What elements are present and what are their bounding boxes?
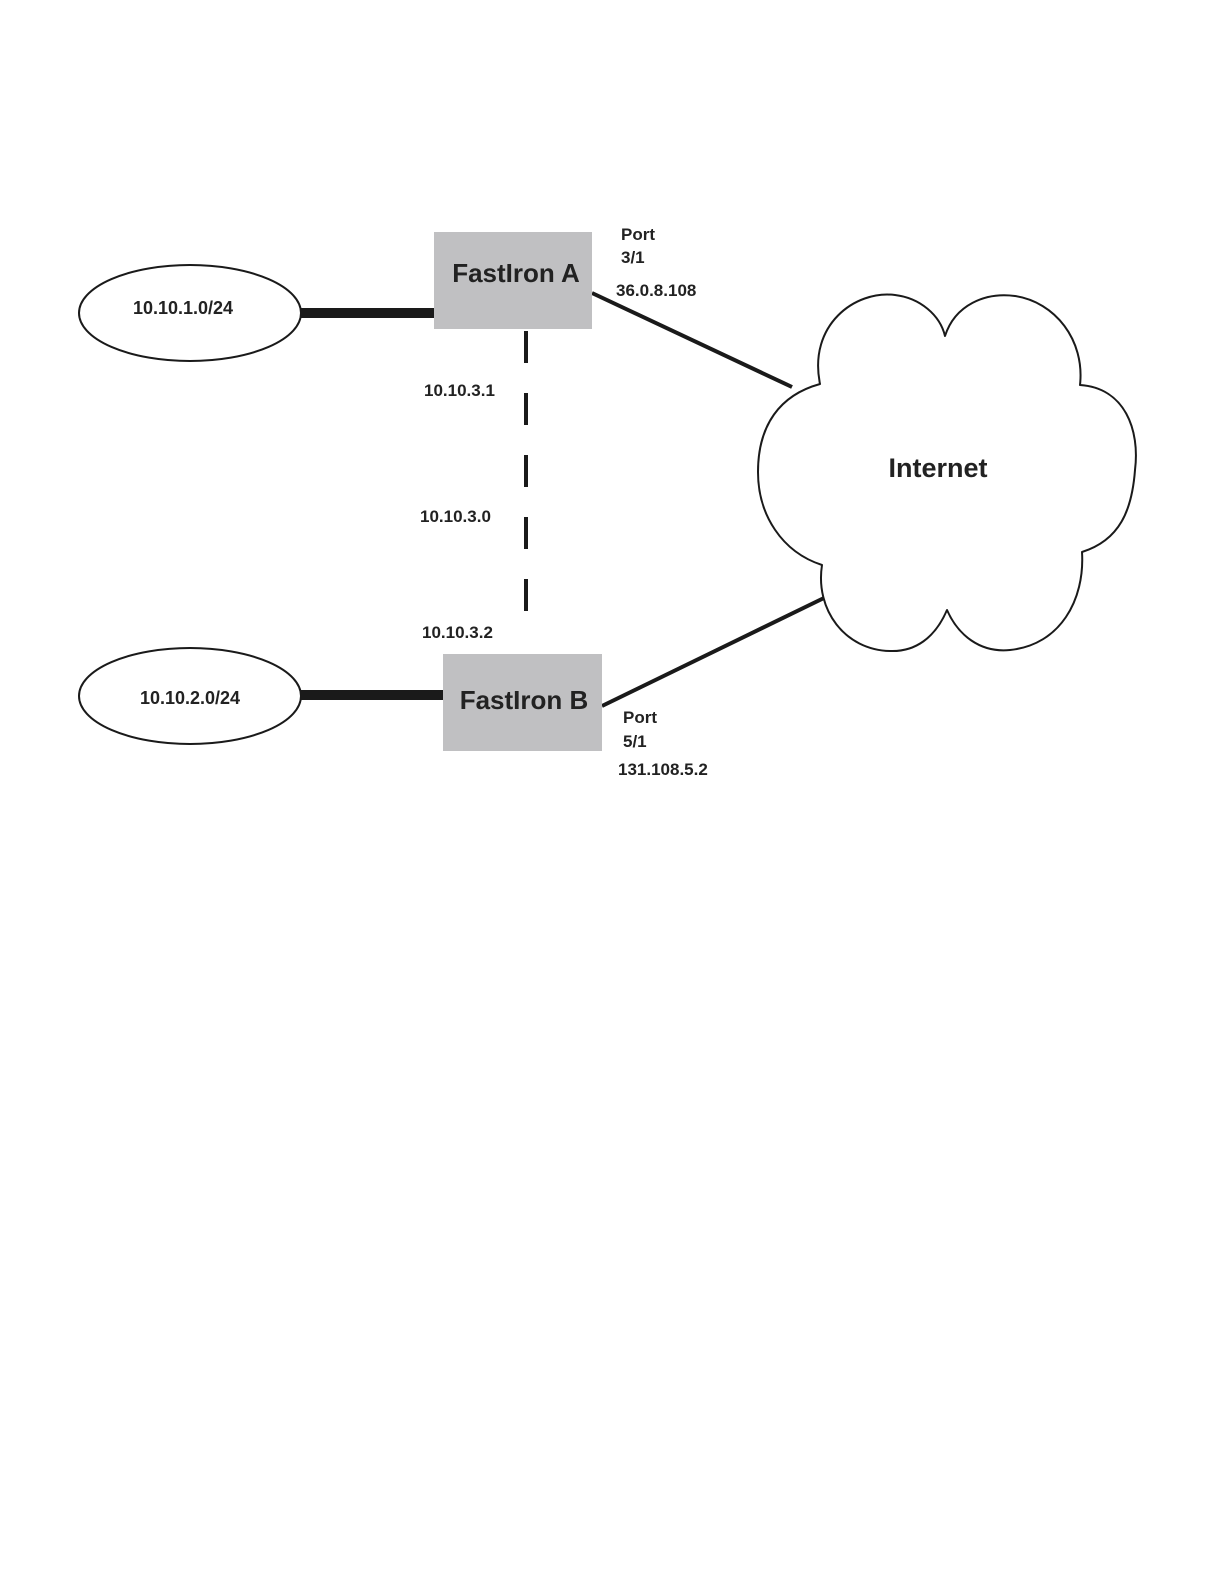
link-fastiron-b-internet (602, 597, 826, 706)
network-label-1: 10.10.1.0/24 (133, 298, 233, 318)
link-ab-ip-b: 10.10.3.2 (422, 623, 493, 642)
device-label-fastiron-a: FastIron A (452, 258, 580, 288)
link-ab-ip-a: 10.10.3.1 (424, 381, 495, 400)
port-a-word: Port (621, 225, 655, 244)
port-b-word: Port (623, 708, 657, 727)
port-b-ip: 131.108.5.2 (618, 760, 708, 779)
internet-label: Internet (888, 453, 987, 483)
device-label-fastiron-b: FastIron B (460, 685, 589, 715)
network-label-2: 10.10.2.0/24 (140, 688, 240, 708)
port-b-number: 5/1 (623, 732, 647, 751)
link-ab-subnet: 10.10.3.0 (420, 507, 491, 526)
link-fastiron-a-internet (592, 293, 792, 387)
port-a-ip: 36.0.8.108 (616, 281, 696, 300)
port-a-number: 3/1 (621, 248, 645, 267)
